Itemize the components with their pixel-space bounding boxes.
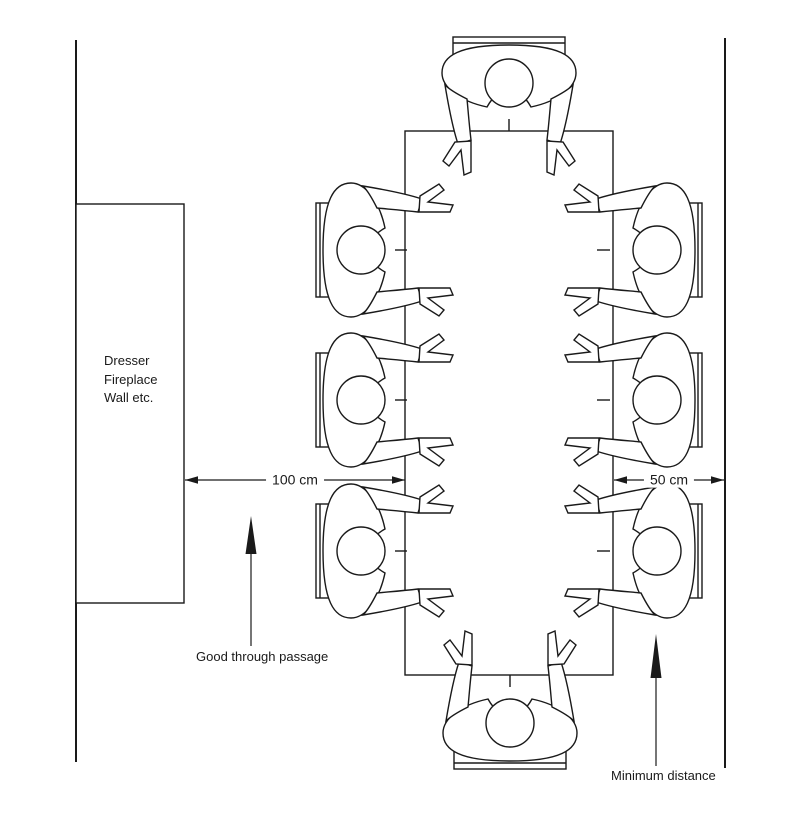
minimum-distance-arrow	[650, 634, 662, 766]
obstruction-label: Dresser Fireplace Wall etc.	[104, 352, 157, 408]
dimension-50cm-label: 50 cm	[643, 471, 695, 488]
dining-table	[404, 130, 614, 676]
dimension-100cm-label: 100 cm	[266, 471, 324, 488]
minimum-distance-note: Minimum distance	[611, 768, 716, 783]
obstruction-label-line3: Wall etc.	[104, 390, 154, 405]
obstruction-label-line1: Dresser	[104, 353, 150, 368]
good-passage-note: Good through passage	[196, 649, 329, 664]
obstruction-label-line2: Fireplace	[104, 371, 158, 387]
obstruction-block	[75, 203, 185, 604]
good-passage-arrow	[245, 516, 257, 646]
table-edge-ticks	[395, 119, 610, 687]
